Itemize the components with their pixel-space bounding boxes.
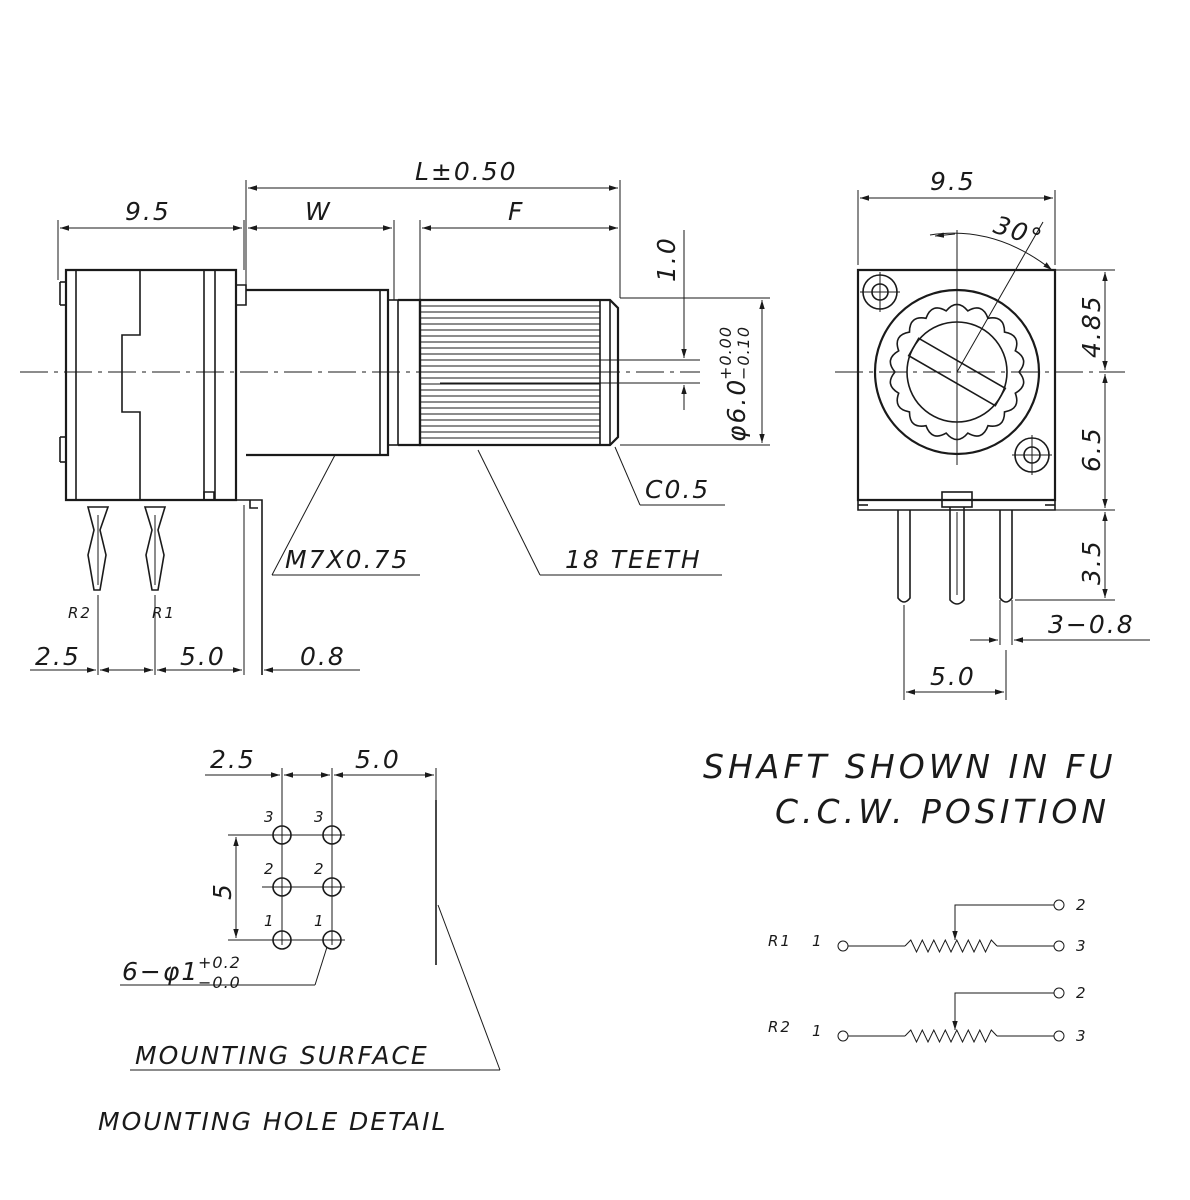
hole	[322, 825, 342, 845]
hole-pin-left-3: 3	[264, 808, 276, 826]
dim-bracket-label: 0.8	[300, 642, 346, 671]
dim-w: W	[248, 197, 395, 300]
hole	[272, 930, 292, 950]
pot-body-side	[59, 268, 247, 502]
mounting-hole-bottom-right	[1012, 435, 1052, 475]
dim-width-side-label: 9.5	[125, 197, 171, 226]
hole-dim-h2: 5.0	[355, 745, 401, 774]
dim-length-label: L±0.50	[415, 157, 518, 186]
mounting-hole-detail: 2.5 5.0 3 2 1 3 2 1 5 6−φ1 +0.2 −0.0	[98, 745, 501, 1136]
dim-shaft-tol-upper: +0.00	[716, 326, 735, 380]
hole-spec-label: 6−φ1	[122, 957, 199, 986]
leader-chamfer: C0.5	[614, 446, 725, 506]
dim-upper-label: 4.85	[1077, 294, 1106, 358]
note-line-1: SHAFT SHOWN IN FU	[703, 747, 1117, 786]
hole-dim-h1: 2.5	[210, 745, 256, 774]
hole-pin-right-1: 1	[314, 912, 326, 930]
pin-label-r1: R1	[152, 604, 176, 622]
chamfer-label: C0.5	[645, 475, 710, 504]
dim-width-front-label: 9.5	[930, 167, 976, 196]
dim-shaft-diameter: φ6.0 +0.00 −0.10	[620, 297, 770, 446]
hole-grid	[228, 825, 345, 950]
shaft-knurl-front	[873, 230, 1041, 465]
hole	[322, 930, 342, 950]
hole	[272, 877, 292, 897]
leader-teeth: 18 TEETH	[477, 449, 722, 576]
threaded-bushing	[246, 288, 399, 457]
knurled-shaft	[398, 298, 700, 447]
hole	[322, 877, 342, 897]
mounting-surface-label: MOUNTING SURFACE	[135, 1041, 429, 1070]
hole-tol-lower: −0.0	[198, 973, 241, 992]
leader-thread: M7X0.75	[271, 454, 420, 576]
note-line-2: C.C.W. POSITION	[775, 792, 1110, 831]
schematic-r1-pin1: 1	[812, 932, 824, 950]
dim-bracket-front: 3−0.8	[970, 600, 1150, 645]
pot-body-front	[856, 268, 1057, 511]
side-view: L±0.50 9.5 W F 1.0	[20, 157, 770, 675]
dim-pin-pitch-front: 5.0	[903, 605, 1007, 700]
dim-f-label: F	[508, 197, 524, 226]
dim-shaft-tol-lower: −0.10	[734, 326, 753, 380]
hole-detail-title: MOUNTING HOLE DETAIL	[98, 1107, 448, 1136]
dim-length: L±0.50	[245, 157, 621, 298]
dim-w-label: W	[305, 197, 332, 226]
pins-front	[897, 491, 1013, 605]
schematic-r2-pin3: 3	[1076, 1027, 1088, 1045]
dim-lower-label: 6.5	[1077, 426, 1106, 472]
dim-pins-bottom: 2.5 5.0 0.8	[30, 505, 360, 675]
dim-width-side: 9.5	[57, 197, 245, 280]
dim-bracket-front-label: 3−0.8	[1048, 610, 1135, 639]
dim-shaft-dia-label: φ6.0	[722, 378, 751, 442]
teeth-label: 18 TEETH	[565, 545, 702, 574]
dim-width-front: 9.5	[857, 167, 1056, 265]
dim-pin-pitch-label: 5.0	[180, 642, 226, 671]
dim-flat: 1.0	[620, 230, 700, 410]
dim-flat-label: 1.0	[652, 236, 681, 282]
dim-pin-len-label: 3.5	[1077, 539, 1106, 585]
dim-f: F	[419, 197, 618, 300]
front-view: 9.5 30° 4.85 6.5 3.5 3−0.8	[835, 167, 1150, 700]
pin-label-r2: R2	[68, 604, 92, 622]
thread-label: M7X0.75	[285, 545, 409, 574]
schematic-r2-pin2: 2	[1076, 984, 1088, 1002]
hole-dim-v: 5	[208, 882, 237, 900]
dim-pin-pitch-front-label: 5.0	[930, 662, 976, 691]
angle-label: 30°	[990, 210, 1047, 253]
hole-pin-left-2: 2	[264, 860, 276, 878]
schematic-r2-label: R2	[768, 1018, 792, 1036]
pins-side	[86, 506, 167, 591]
schematic-r1-pin2: 2	[1076, 896, 1088, 914]
schematic-r1: R1 1 3 2	[768, 896, 1088, 955]
hole-tol-upper: +0.2	[198, 953, 241, 972]
hole-pin-left-1: 1	[264, 912, 276, 930]
shaft-position-note: SHAFT SHOWN IN FU C.C.W. POSITION	[703, 747, 1117, 831]
schematic-r1-pin3: 3	[1076, 937, 1088, 955]
mounting-bracket	[236, 499, 263, 675]
hole	[272, 825, 292, 845]
hole-pin-right-2: 2	[314, 860, 326, 878]
schematic-r1-label: R1	[768, 932, 792, 950]
hole-pin-right-3: 3	[314, 808, 326, 826]
mounting-hole-top-left	[860, 272, 900, 312]
dim-vertical-front: 4.85 6.5 3.5	[1015, 269, 1115, 601]
schematic-r2: R2 1 3 2	[768, 984, 1088, 1045]
schematic-r2-pin1: 1	[812, 1022, 824, 1040]
dim-pin-offset-label: 2.5	[35, 642, 81, 671]
